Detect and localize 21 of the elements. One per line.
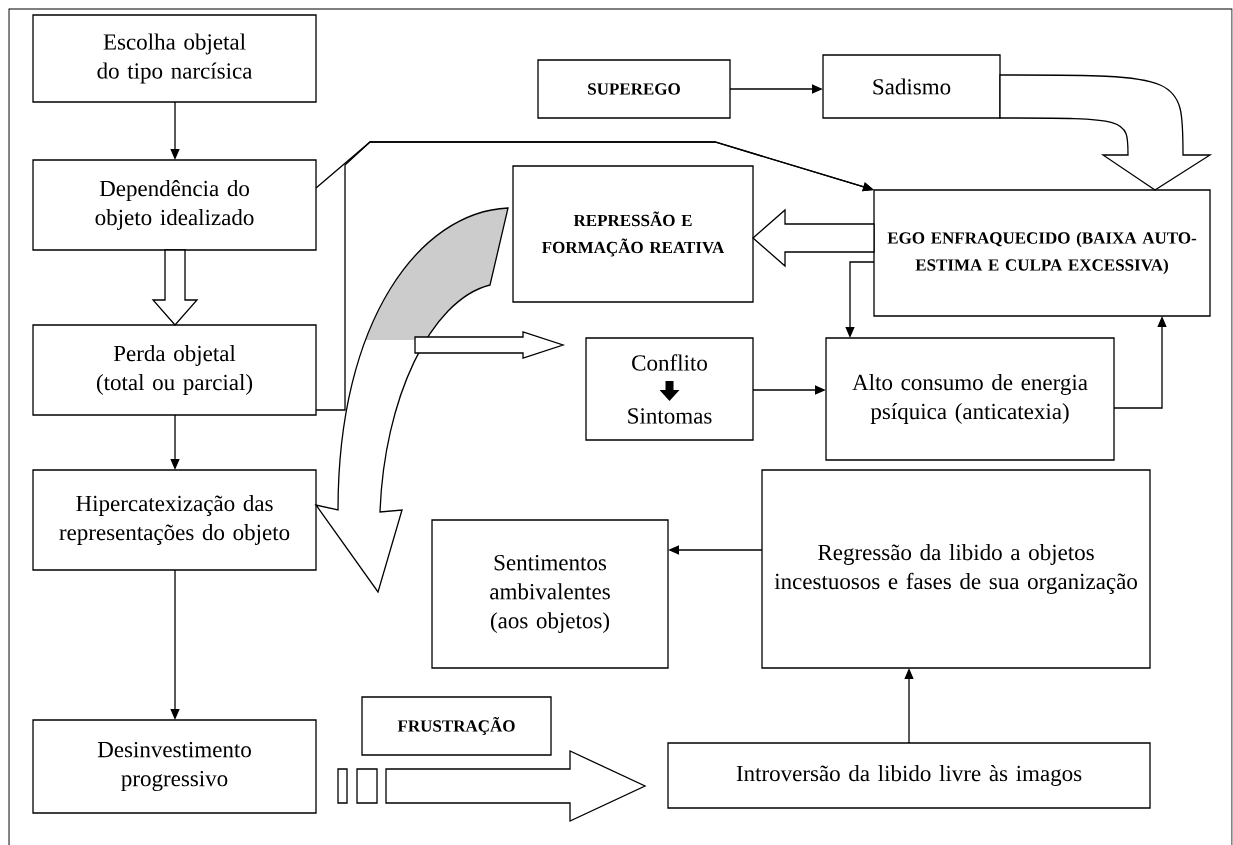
process-box: Escolha objetal do tipo narcísica	[32, 14, 317, 103]
process-box: Alto consumo de energia psíquica (anticatexia)	[825, 337, 1115, 461]
process-box: Perda objetal (total ou parcial)	[32, 324, 317, 416]
hollow-arrow	[337, 749, 647, 823]
process-box: Introversão da libido livre às imagos	[667, 742, 1151, 809]
process-box: FRUSTRAÇÃO	[361, 696, 552, 756]
hollow-arrow	[151, 249, 199, 326]
process-box: Sadismo	[822, 54, 1001, 119]
hollow-arrow	[999, 74, 1211, 191]
process-box: Dependência do objeto idealizado	[32, 159, 317, 251]
hollow-arrow	[315, 207, 509, 593]
process-box: Regressão da libido a objetos incestuosos e fases de sua organização	[761, 469, 1151, 669]
process-box: SUPEREGO	[537, 59, 731, 119]
process-box: REPRESSÃO E FORMAÇÃO REATIVA	[512, 165, 754, 303]
process-box: Conflito Sintomas	[585, 337, 754, 441]
process-box: EGO ENFRAQUECIDO (BAIXA AUTO-ESTIMA E CULPA EXCESSIVA)	[873, 189, 1211, 317]
process-box: Hipercatexização das representações do objeto	[32, 469, 317, 571]
process-box: Sentimentos ambivalentes (aos objetos)	[431, 519, 669, 669]
hollow-arrow	[414, 331, 566, 359]
hollow-arrow	[752, 208, 875, 268]
process-box: Desinvestimento progressivo	[32, 719, 317, 814]
